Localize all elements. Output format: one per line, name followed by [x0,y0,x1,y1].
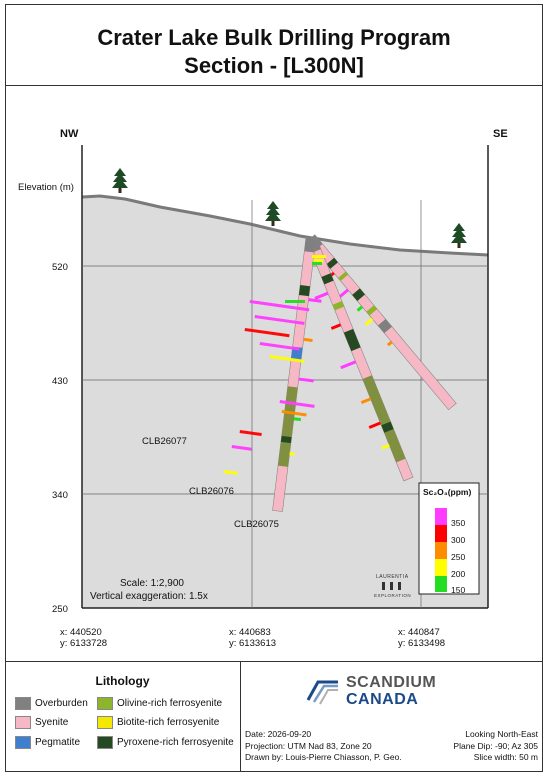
tree-icon [112,168,128,193]
swatch-olivine [97,697,113,710]
legend-item-syenite: Syenite [15,716,68,729]
info-looking: Looking North-East [465,729,538,739]
legend-item-biotite: Biotite-rich ferrosyenite [97,716,219,729]
assay-value-300: 300 [451,535,465,545]
legend-label: Pyroxene-rich ferrosyenite [117,736,234,748]
orientation-nw: NW [60,128,79,140]
info-date: Date: 2026-09-20 [245,729,312,739]
company-name-line2: CANADA [346,691,419,708]
legend-label: Overburden [35,697,88,709]
info-drawn-by: Drawn by: Louis-Pierre Chiasson, P. Geo. [245,752,402,762]
legend-label: Pegmatite [35,736,81,748]
lithology-legend: Lithology Overburden Syenite Pegmatite O… [5,661,241,772]
elev-tick-430: 430 [52,376,68,387]
assay-value-150: 150 [451,585,465,595]
assay-value-250: 250 [451,552,465,562]
company-logo: SCANDIUM CANADA [304,674,436,708]
elev-tick-250: 250 [52,604,68,615]
info-plane-dip: Plane Dip: -90; Az 305 [453,740,538,751]
map-title: Crater Lake Bulk Drilling Program [97,25,451,50]
coord-440847: x: 440847 y: 6133498 [398,627,445,649]
coord-x: x: 440520 [60,627,102,638]
title-block: Crater Lake Bulk Drilling Program Sectio… [5,4,543,86]
swatch-biotite [97,716,113,729]
cross-section: 520 430 340 250 Elevation (m) NW SE [18,128,508,615]
coord-440683: x: 440683 y: 6133613 [229,627,276,649]
coord-x: x: 440847 [398,627,440,638]
assay-bars [223,255,326,475]
laurentia-logo-line2: EXPLORATION [374,593,411,598]
map-subtitle: Section - [L300N] [184,53,364,78]
assay-value-200: 200 [451,569,465,579]
company-name-line1: SCANDIUM [346,674,437,691]
assay-swatch-300 [435,525,447,542]
coord-y: y: 6133498 [398,638,446,649]
coord-y: y: 6133613 [229,638,277,649]
assay-swatch-250 [435,542,447,559]
laurentia-logo-line1: LAURENTIA [376,574,409,580]
swatch-pegmatite [15,736,31,749]
vertical-exaggeration-label: Vertical exaggeration: 1.5x [90,591,208,602]
legend-label: Biotite-rich ferrosyenite [117,716,220,728]
elev-tick-340: 340 [52,490,68,501]
swatch-syenite [15,716,31,729]
coord-440520: x: 440520 y: 6133728 [60,627,107,649]
legend-item-olivine: Olivine-rich ferrosyenite [97,697,222,710]
map-frame [5,4,543,772]
coord-x: x: 440683 [229,627,271,638]
assay-legend: Sc₂O₃(ppm) 350 300 250 200 150 [418,482,480,595]
hole-label-clb26075: CLB26075 [234,519,279,530]
tree-icon [451,223,467,248]
laurentia-logo: LAURENTIA EXPLORATION [374,574,411,598]
scale-label: Scale: 1:2,900 [120,578,184,589]
info-slice-width: Slice width: 50 m [473,752,538,762]
assay-legend-title: Sc₂O₃(ppm) [423,487,471,497]
assay-swatch-200 [435,559,447,576]
tree-icon [265,201,281,226]
info-panel [241,661,543,772]
hole-label-clb26077: CLB26077 [142,436,187,447]
info-projection: Projection: UTM Nad 83, Zone 20 [245,740,372,751]
drillhole-clb26075 [272,237,324,512]
legend-label: Syenite [35,716,69,728]
elevation-label: Elevation (m) [18,182,74,193]
elev-tick-520: 520 [52,262,68,273]
legend-item-pyroxene: Pyroxene-rich ferrosyenite [97,736,234,749]
legend-item-pegmatite: Pegmatite [15,736,80,749]
scandium-logo-icon [306,680,338,705]
company-name: SCANDIUM CANADA [346,674,436,708]
info-right: Looking North-East Plane Dip: -90; Az 30… [453,729,538,764]
swatch-pyroxene [97,736,113,749]
swatch-overburden [15,697,31,710]
drillhole-clb26076 [305,235,414,482]
assay-swatch-150 [435,576,447,592]
assay-swatch-350 [435,508,447,525]
topography-line [81,194,489,257]
coord-y: y: 6133728 [60,638,108,649]
info-left: Date: 2026-09-20 Projection: UTM Nad 83,… [245,729,402,764]
legend-label: Olivine-rich ferrosyenite [117,697,223,709]
legend-item-overburden: Overburden [15,697,88,710]
lithology-title: Lithology [95,674,150,688]
assay-value-350: 350 [451,518,465,528]
orientation-se: SE [493,128,508,140]
hole-label-clb26076: CLB26076 [189,486,234,497]
